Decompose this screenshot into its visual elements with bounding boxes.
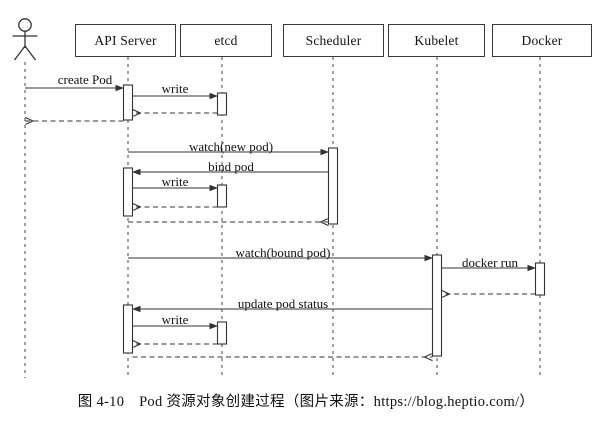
message-label-create-pod: create Pod xyxy=(57,72,113,87)
message-label-docker-run: docker run xyxy=(462,255,518,270)
participant-box-kubelet: Kubelet xyxy=(388,24,485,57)
participant-box-api-server: API Server xyxy=(75,24,176,57)
actor-icon xyxy=(12,18,38,61)
participant-label-scheduler: Scheduler xyxy=(305,32,362,48)
activation-bar-scheduler xyxy=(327,147,339,225)
lifelines-group xyxy=(24,57,541,378)
message-arrows-group xyxy=(25,84,536,357)
participant-label-etcd: etcd xyxy=(214,32,238,48)
activation-bar-api-server xyxy=(122,167,134,217)
sequence-diagram-canvas xyxy=(12,18,546,378)
activation-bar-etcd xyxy=(216,184,228,208)
message-label-write-2: write xyxy=(161,174,189,189)
message-label-watch-bound-pod: watch(bound pod) xyxy=(235,245,331,260)
message-label-update-pod-status: update pod status xyxy=(237,296,329,311)
participant-box-etcd: etcd xyxy=(180,24,272,57)
participant-label-api-server: API Server xyxy=(94,32,157,48)
activation-bar-etcd xyxy=(216,321,228,345)
activation-bar-etcd xyxy=(216,92,228,116)
activation-bar-api-server xyxy=(122,304,134,354)
participant-label-docker: Docker xyxy=(521,32,563,48)
message-label-write-3: write xyxy=(161,312,189,327)
activation-bar-kubelet xyxy=(431,254,443,357)
message-label-write-1: write xyxy=(161,81,189,96)
figure-caption: 图 4-10 Pod 资源对象创建过程（图片来源：https://blog.he… xyxy=(77,394,535,410)
participant-box-docker: Docker xyxy=(492,24,592,57)
message-label-bind-pod: bind pod xyxy=(208,159,254,174)
participant-box-scheduler: Scheduler xyxy=(283,24,384,57)
participant-label-kubelet: Kubelet xyxy=(414,32,459,48)
message-label-watch-new-pod: watch(new pod) xyxy=(188,139,274,154)
activation-bars-group xyxy=(122,84,546,357)
activation-bar-docker xyxy=(534,262,546,296)
activation-bar-api-server xyxy=(122,84,134,121)
